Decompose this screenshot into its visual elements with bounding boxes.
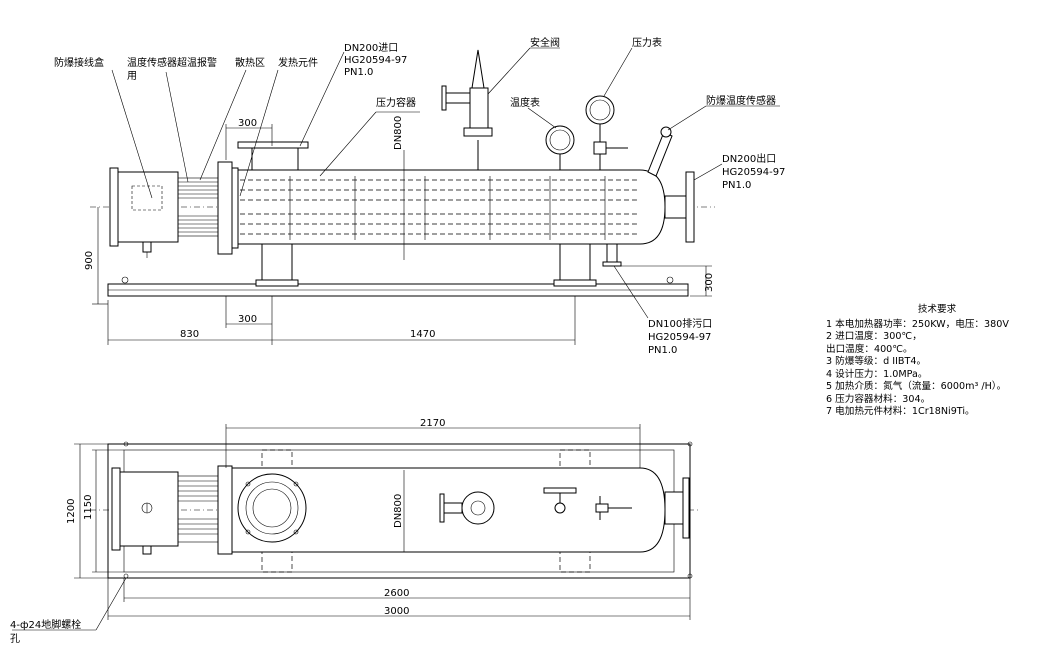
shell-dn-label-front: DN800 — [393, 116, 404, 150]
label-pressure-vessel: 压力容器 — [376, 96, 416, 109]
anchor-hole-icon — [123, 441, 129, 447]
inlet-flange-top — [237, 473, 307, 543]
label-pressure-gauge: 压力表 — [632, 36, 662, 49]
tube-sheet-flange — [217, 161, 233, 255]
label-drain-dn: DN100排污口 — [648, 317, 712, 330]
label-outlet-dn: DN200出口 — [722, 152, 776, 165]
technical-requirements-title: 技术要求 — [917, 304, 957, 315]
pressure-gauge-top-icon — [595, 496, 632, 520]
dim-1470: 1470 — [410, 329, 435, 340]
shell-dn-label-top: DN800 — [393, 494, 404, 528]
top-view-dimensions: 2170 1200 1150 2600 3000 — [66, 418, 691, 620]
dim-900: 900 — [84, 251, 95, 270]
label-heating-element: 发热元件 — [278, 56, 318, 69]
dim-300-right: 300 — [704, 273, 715, 292]
label-inlet-std: HG20594-97 — [344, 55, 407, 66]
dim-300-top: 300 — [238, 118, 257, 129]
label-safety-valve: 安全阀 — [530, 36, 560, 49]
base-outline-top — [107, 443, 691, 579]
front-view-dimensions: 300 900 830 1470 300 300 — [84, 118, 715, 345]
label-outlet-pn: PN1.0 — [722, 180, 751, 191]
tech-item: 3 防爆等级：d IIBT4。 — [826, 356, 927, 367]
tech-item: 2 进口温度：300℃， — [826, 331, 922, 342]
tech-item: 7 电加热元件材料：1Cr18Ni9Ti。 — [826, 406, 975, 417]
label-junction-box: 防爆接线盒 — [54, 56, 104, 69]
outlet-nozzle — [664, 195, 688, 219]
anchor-hole-icon — [687, 441, 693, 447]
pressure-gauge-icon — [585, 95, 628, 170]
anchor-hole-icon — [123, 573, 129, 579]
dim-2600: 2600 — [384, 588, 409, 599]
inlet-flange — [237, 141, 309, 149]
tech-item: 1 本电加热器功率：250KW，电压：380V — [826, 318, 1009, 330]
baffles — [289, 176, 606, 240]
label-drain-pn: PN1.0 — [648, 345, 677, 356]
ex-temp-sensor-icon — [647, 126, 673, 177]
dim-1200: 1200 — [66, 499, 77, 524]
tech-item: 4 设计压力：1.0MPa。 — [826, 368, 928, 380]
anchor-bolt-icon — [121, 276, 129, 284]
tech-item: 5 加热介质：氮气（流量：6000m³ /H）。 — [826, 381, 1007, 392]
label-thermometer: 温度表 — [510, 96, 540, 109]
label-drain-std: HG20594-97 — [648, 332, 711, 343]
drain-nozzle — [606, 243, 618, 263]
dim-1150: 1150 — [83, 495, 94, 520]
outlet-flange — [685, 171, 695, 243]
dim-3000: 3000 — [384, 606, 409, 617]
junction-box — [117, 171, 179, 243]
inlet-nozzle — [251, 147, 299, 171]
technical-requirements: 技术要求 1 本电加热器功率：250KW，电压：380V 2 进口温度：300℃… — [826, 304, 1048, 419]
front-view-annotations: 防爆接线盒 温度传感器超温报警 用 散热区 发热元件 DN200进口 HG205… — [54, 36, 785, 356]
thermometer-top-icon — [543, 487, 577, 514]
label-inlet-pn: PN1.0 — [344, 67, 373, 78]
safety-valve-icon — [441, 49, 493, 170]
dim-2170: 2170 — [420, 418, 445, 429]
cooling-zone-top — [177, 475, 219, 543]
label-outlet-std: HG20594-97 — [722, 167, 785, 178]
label-inlet-dn: DN200进口 — [344, 42, 398, 54]
tech-item: 6 压力容器材料：304。 — [826, 393, 931, 405]
front-view: DN800 防爆接线盒 温度传感器超温报警 用 散热区 发热元件 DN200进口… — [54, 36, 785, 356]
label-ex-temp-sensor: 防爆温度传感器 — [706, 94, 776, 107]
label-temp-alarm: 温度传感器超温报警 — [127, 56, 217, 69]
tech-item: 出口温度：400℃。 — [826, 343, 913, 355]
junction-box-top — [119, 471, 179, 547]
label-anchor-bolts: 4-ф24地脚螺栓 — [10, 618, 81, 631]
label-temp-alarm-2: 用 — [127, 71, 137, 82]
top-view: DN800 2170 1200 1150 2600 — [10, 418, 700, 645]
anchor-bolt-icon — [666, 276, 674, 284]
dim-300-bottom: 300 — [238, 314, 257, 325]
safety-valve-top-icon — [439, 491, 495, 525]
label-anchor-bolts-2: 孔 — [10, 633, 20, 645]
thermometer-icon — [545, 125, 575, 170]
label-cooling-zone: 散热区 — [235, 56, 265, 69]
dim-830: 830 — [180, 329, 199, 340]
heating-tubes — [240, 179, 640, 235]
pressure-vessel-shell — [234, 169, 666, 245]
